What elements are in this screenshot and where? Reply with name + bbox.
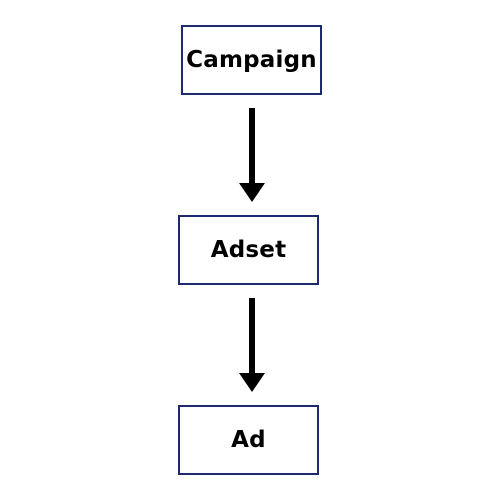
campaign-label: Campaign (186, 47, 317, 73)
adset-node: Adset (178, 215, 319, 285)
ad-node: Ad (178, 405, 319, 475)
ad-label: Ad (231, 427, 266, 453)
adset-label: Adset (210, 237, 287, 263)
campaign-node: Campaign (181, 25, 322, 95)
